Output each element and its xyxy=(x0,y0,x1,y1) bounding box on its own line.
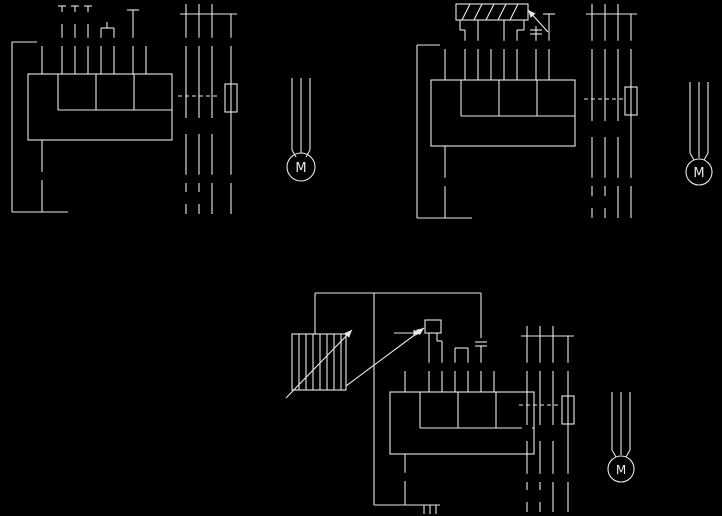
slider-arrow xyxy=(285,329,353,399)
input-terminal-row xyxy=(440,40,554,80)
brake-module xyxy=(455,3,549,41)
overload-relay xyxy=(522,395,575,441)
supply-fuses xyxy=(58,5,92,38)
jumper-link xyxy=(454,347,469,363)
wiring-diagram-2: M xyxy=(416,3,713,219)
contactor-assembly xyxy=(584,40,638,218)
left-frame-lines xyxy=(11,41,68,213)
jumper-link xyxy=(100,22,115,38)
adjust-arrow xyxy=(527,9,549,33)
ground-ticks xyxy=(423,505,437,514)
motor-symbol: M xyxy=(685,158,713,186)
motor-branch: M xyxy=(605,392,635,483)
motor-label: M xyxy=(295,161,306,176)
supply-lines xyxy=(180,4,237,38)
control-tap xyxy=(127,9,139,38)
bottom-terminal xyxy=(440,146,450,187)
overload-relay xyxy=(587,86,638,137)
motor-branch: M xyxy=(285,78,316,182)
left-frame-lines xyxy=(416,44,472,219)
controller-block xyxy=(27,73,173,141)
motor-symbol: M xyxy=(286,152,316,182)
bottom-terminal xyxy=(37,140,47,181)
top-rail xyxy=(314,292,481,506)
motor-label: M xyxy=(693,166,704,181)
actuator-box xyxy=(424,319,442,334)
controller-block xyxy=(389,391,535,455)
rheostat xyxy=(285,329,353,399)
wiring-diagram-1: M xyxy=(11,4,316,214)
input-terminal-row xyxy=(400,362,499,392)
motor-label: M xyxy=(616,463,626,477)
supply-lines xyxy=(586,4,637,41)
wiring-diagram-3: M xyxy=(285,292,635,514)
contactor-assembly xyxy=(519,362,575,512)
supply-lines xyxy=(521,326,574,363)
motor-branch: M xyxy=(683,82,713,186)
linkage-arrows xyxy=(345,319,443,387)
motor-symbol: M xyxy=(607,455,635,483)
overload-relay xyxy=(181,83,238,134)
pilot-contact xyxy=(474,293,487,363)
aux-contact xyxy=(530,13,555,41)
input-terminal-row xyxy=(37,37,151,74)
bottom-terminal xyxy=(400,454,410,505)
controller-block xyxy=(430,79,576,147)
contactor-assembly xyxy=(178,37,238,214)
